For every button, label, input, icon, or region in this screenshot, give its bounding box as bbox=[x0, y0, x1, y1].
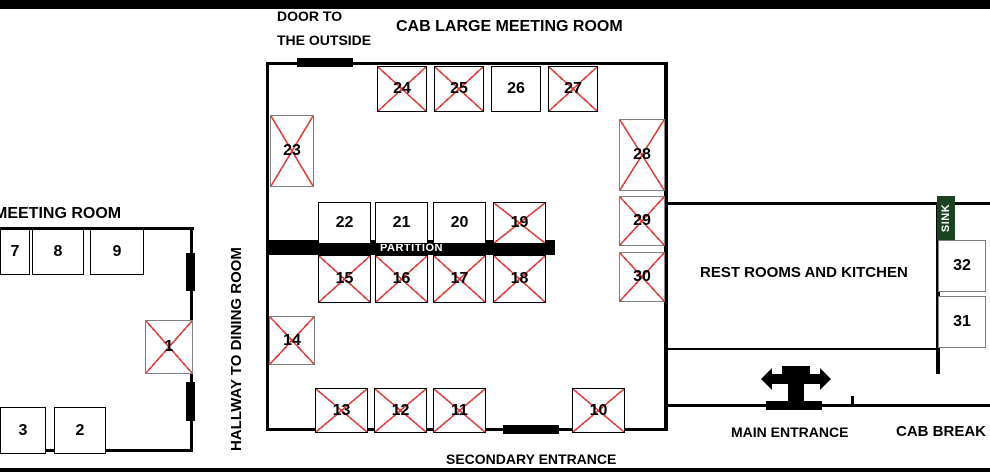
table-number-label: 27 bbox=[564, 80, 582, 97]
sink-label: SINK bbox=[940, 203, 952, 233]
left-room-door-lower[interactable] bbox=[186, 382, 195, 421]
table-number-label: 2 bbox=[75, 421, 85, 439]
table-box-25[interactable]: 25 bbox=[434, 66, 484, 112]
left-room-top-wall bbox=[0, 227, 194, 230]
table-number-label: 24 bbox=[393, 80, 411, 97]
table-box-18[interactable]: 18 bbox=[493, 255, 546, 303]
hallway-to-dining-room-label: HALLWAY TO DINING ROOM bbox=[228, 247, 245, 451]
table-box-15[interactable]: 15 bbox=[318, 255, 371, 303]
table-number-label: 3 bbox=[18, 421, 28, 439]
break-room-top-wall bbox=[940, 202, 990, 205]
table-box-16[interactable]: 16 bbox=[375, 255, 428, 303]
table-box-17[interactable]: 17 bbox=[433, 255, 486, 303]
table-box-20[interactable]: 20 bbox=[433, 202, 486, 244]
table-box-11[interactable]: 11 bbox=[433, 388, 486, 433]
table-number-label: 18 bbox=[510, 270, 529, 287]
table-box-21[interactable]: 21 bbox=[375, 202, 428, 244]
table-box-22[interactable]: 22 bbox=[318, 202, 371, 244]
table-box-1[interactable]: 1 bbox=[145, 320, 193, 374]
main-room-top-wall bbox=[266, 62, 668, 65]
table-box-30[interactable]: 30 bbox=[619, 252, 665, 302]
table-number-label: 9 bbox=[112, 243, 122, 260]
table-number-label: 25 bbox=[450, 80, 468, 97]
table-number-label: 28 bbox=[633, 146, 651, 163]
table-box-31[interactable]: 31 bbox=[938, 296, 986, 348]
left-room-door-upper[interactable] bbox=[186, 253, 195, 291]
secondary-entrance-door[interactable] bbox=[503, 425, 559, 434]
main-entrance-label: MAIN ENTRANCE bbox=[731, 424, 849, 440]
main-entrance-wall bbox=[664, 404, 990, 407]
kitchen-top-wall bbox=[665, 202, 940, 205]
table-number-label: 30 bbox=[633, 268, 651, 285]
table-number-label: 20 bbox=[450, 214, 469, 231]
main-entrance-arrow-icon bbox=[761, 366, 831, 402]
table-number-label: 22 bbox=[335, 214, 354, 231]
door-to-outside[interactable] bbox=[297, 58, 353, 67]
table-number-label: 12 bbox=[391, 401, 410, 419]
table-number-label: 17 bbox=[450, 270, 469, 287]
table-number-label: 31 bbox=[953, 313, 971, 330]
top-edge-bar bbox=[0, 0, 990, 9]
bottom-edge-bar bbox=[0, 468, 990, 472]
table-box-32[interactable]: 32 bbox=[938, 240, 986, 292]
table-number-label: 23 bbox=[283, 142, 301, 159]
table-box-29[interactable]: 29 bbox=[619, 196, 665, 246]
table-number-label: 1 bbox=[164, 338, 174, 355]
table-number-label: 26 bbox=[507, 80, 525, 97]
main-entrance-door[interactable] bbox=[766, 401, 822, 410]
table-number-label: 10 bbox=[589, 401, 608, 419]
cab-break-label: CAB BREAK bbox=[896, 423, 986, 440]
table-box-2[interactable]: 2 bbox=[54, 407, 106, 454]
table-number-label: 29 bbox=[633, 212, 651, 229]
table-number-label: 14 bbox=[283, 331, 301, 349]
table-box-28[interactable]: 28 bbox=[619, 119, 665, 191]
main-room-left-wall bbox=[266, 62, 269, 431]
partition-label: PARTITION bbox=[380, 241, 443, 254]
table-box-10[interactable]: 10 bbox=[572, 388, 625, 433]
table-box-13[interactable]: 13 bbox=[315, 388, 368, 433]
table-box-23[interactable]: 23 bbox=[270, 115, 314, 187]
table-box-3[interactable]: 3 bbox=[0, 407, 46, 454]
table-box-14[interactable]: 14 bbox=[269, 316, 315, 365]
page-title: CAB LARGE MEETING ROOM bbox=[396, 18, 623, 35]
table-number-label: 11 bbox=[451, 401, 468, 419]
main-room-right-wall bbox=[664, 62, 668, 431]
table-number-label: 32 bbox=[953, 257, 971, 274]
table-box-8[interactable]: 8 bbox=[32, 229, 84, 275]
table-box-9[interactable]: 9 bbox=[90, 229, 144, 275]
table-box-19[interactable]: 19 bbox=[493, 202, 546, 244]
table-box-7[interactable]: 7 bbox=[0, 229, 30, 275]
door-to-outside-label-line1: DOOR TO bbox=[277, 8, 343, 24]
table-number-label: 13 bbox=[332, 401, 351, 419]
table-number-label: 19 bbox=[510, 214, 529, 231]
sink-label-box: SINK bbox=[937, 196, 955, 240]
table-box-12[interactable]: 12 bbox=[374, 388, 427, 433]
table-number-label: 21 bbox=[392, 214, 411, 231]
table-box-24[interactable]: 24 bbox=[377, 66, 427, 112]
left-meeting-room-label: MEETING ROOM bbox=[0, 205, 122, 222]
kitchen-bottom-wall bbox=[665, 348, 940, 350]
main-entrance-wall-tick bbox=[851, 396, 854, 407]
secondary-entrance-label: SECONDARY ENTRANCE bbox=[446, 451, 617, 467]
rest-rooms-and-kitchen-label: REST ROOMS AND KITCHEN bbox=[700, 264, 908, 281]
table-box-27[interactable]: 27 bbox=[548, 66, 598, 112]
table-number-label: 7 bbox=[10, 243, 20, 260]
table-number-label: 16 bbox=[392, 270, 411, 287]
table-number-label: 15 bbox=[335, 270, 354, 287]
table-number-label: 8 bbox=[53, 243, 63, 260]
door-to-outside-label-line2: THE OUTSIDE bbox=[277, 32, 372, 48]
table-box-26[interactable]: 26 bbox=[491, 66, 541, 112]
